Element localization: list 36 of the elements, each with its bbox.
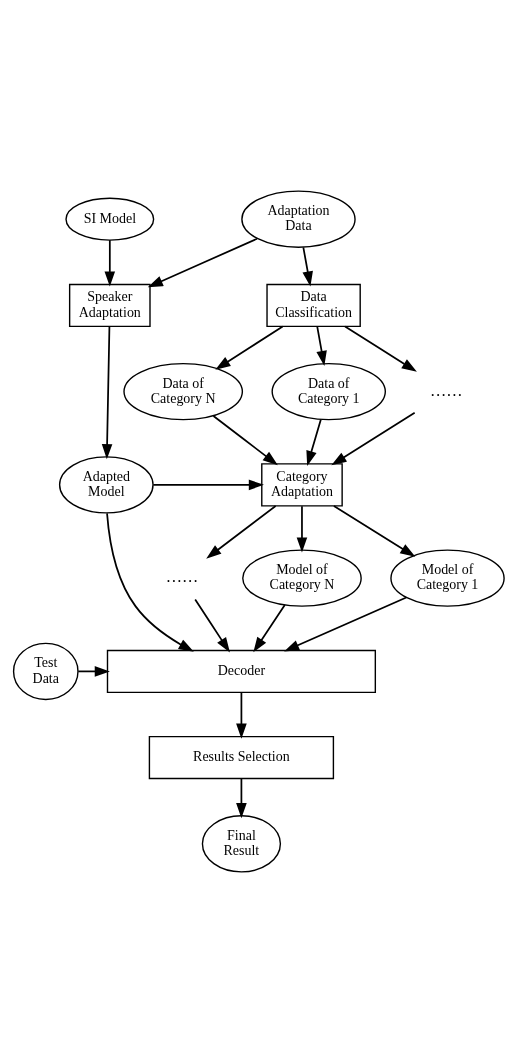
node-box: Decoder [106,649,376,693]
node-box: Results Selection [148,735,334,779]
node-ellipse: Final Result [201,814,281,873]
arrow [101,325,112,459]
node-ellipse: Data of Category N [122,362,243,420]
arrow [214,325,284,370]
arrow [151,479,264,490]
arrow [305,418,322,466]
arrow [343,325,417,372]
arrow [301,245,313,287]
arrow [315,325,327,366]
node-box: Category Adaptation [260,462,343,507]
arrow [193,598,230,653]
arrow [147,237,258,287]
node-ellipse: SI Model [64,197,154,241]
arrow [252,603,286,652]
arrow [235,777,247,818]
arrow [283,596,407,651]
node-ellipse: Adapted Model [58,455,154,514]
node-ellipse: Model of Category 1 [389,548,505,607]
node-box: Data Classification [265,283,361,327]
node-text: …… [429,380,463,400]
arrow [330,411,416,465]
arrow [235,691,247,739]
node-ellipse: Data of Category 1 [271,362,386,420]
arrow [332,504,415,557]
node-ellipse: Test Data [12,642,79,700]
arrow [104,238,115,287]
node-box: Speaker Adaptation [68,283,151,327]
arrow [212,414,278,465]
node-ellipse: Model of Category N [241,548,362,607]
arrow [205,504,276,559]
node-text: …… [165,566,198,586]
arrow [105,511,194,652]
arrow [296,504,307,553]
node-ellipse: Adaptation Data [240,189,356,248]
